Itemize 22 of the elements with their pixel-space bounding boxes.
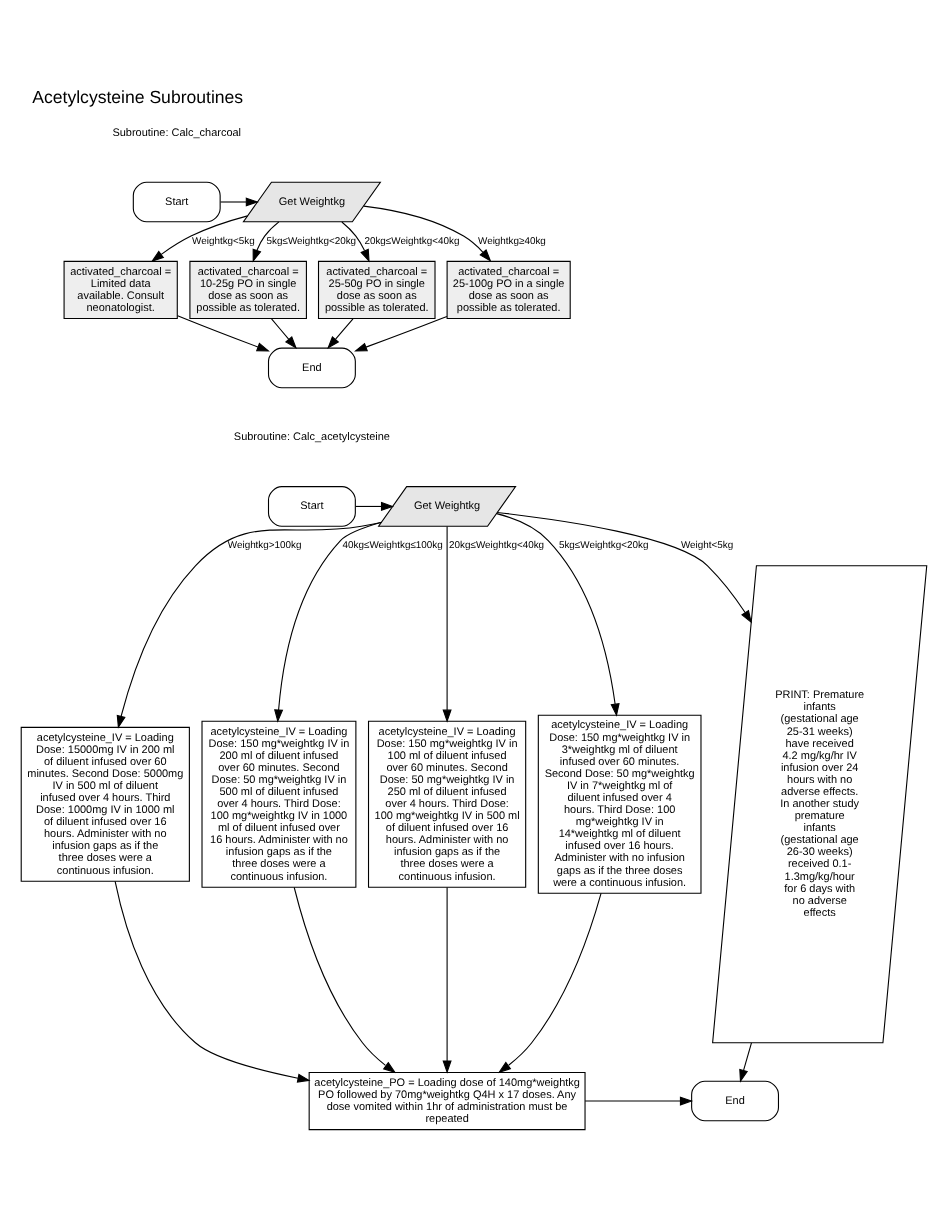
arrow [293, 886, 397, 1074]
arrow [177, 315, 270, 352]
arrow [739, 1042, 752, 1083]
arrow [496, 513, 620, 717]
arrow [220, 197, 259, 207]
arrow [341, 221, 370, 263]
arrow [355, 501, 395, 512]
arrow [116, 521, 382, 729]
arrow [584, 1096, 694, 1106]
arrow [354, 315, 448, 352]
arrow [271, 318, 297, 350]
arrow [150, 215, 249, 263]
arrow [496, 511, 752, 624]
arrow [497, 892, 602, 1074]
arrow [442, 525, 452, 723]
arrow [442, 886, 452, 1074]
diagram-title: Acetylcysteine Subroutines [32, 86, 244, 107]
arrow [114, 880, 311, 1083]
arrow [327, 318, 354, 350]
arrow [274, 521, 382, 723]
arrow [252, 221, 280, 263]
arrow [363, 205, 492, 263]
